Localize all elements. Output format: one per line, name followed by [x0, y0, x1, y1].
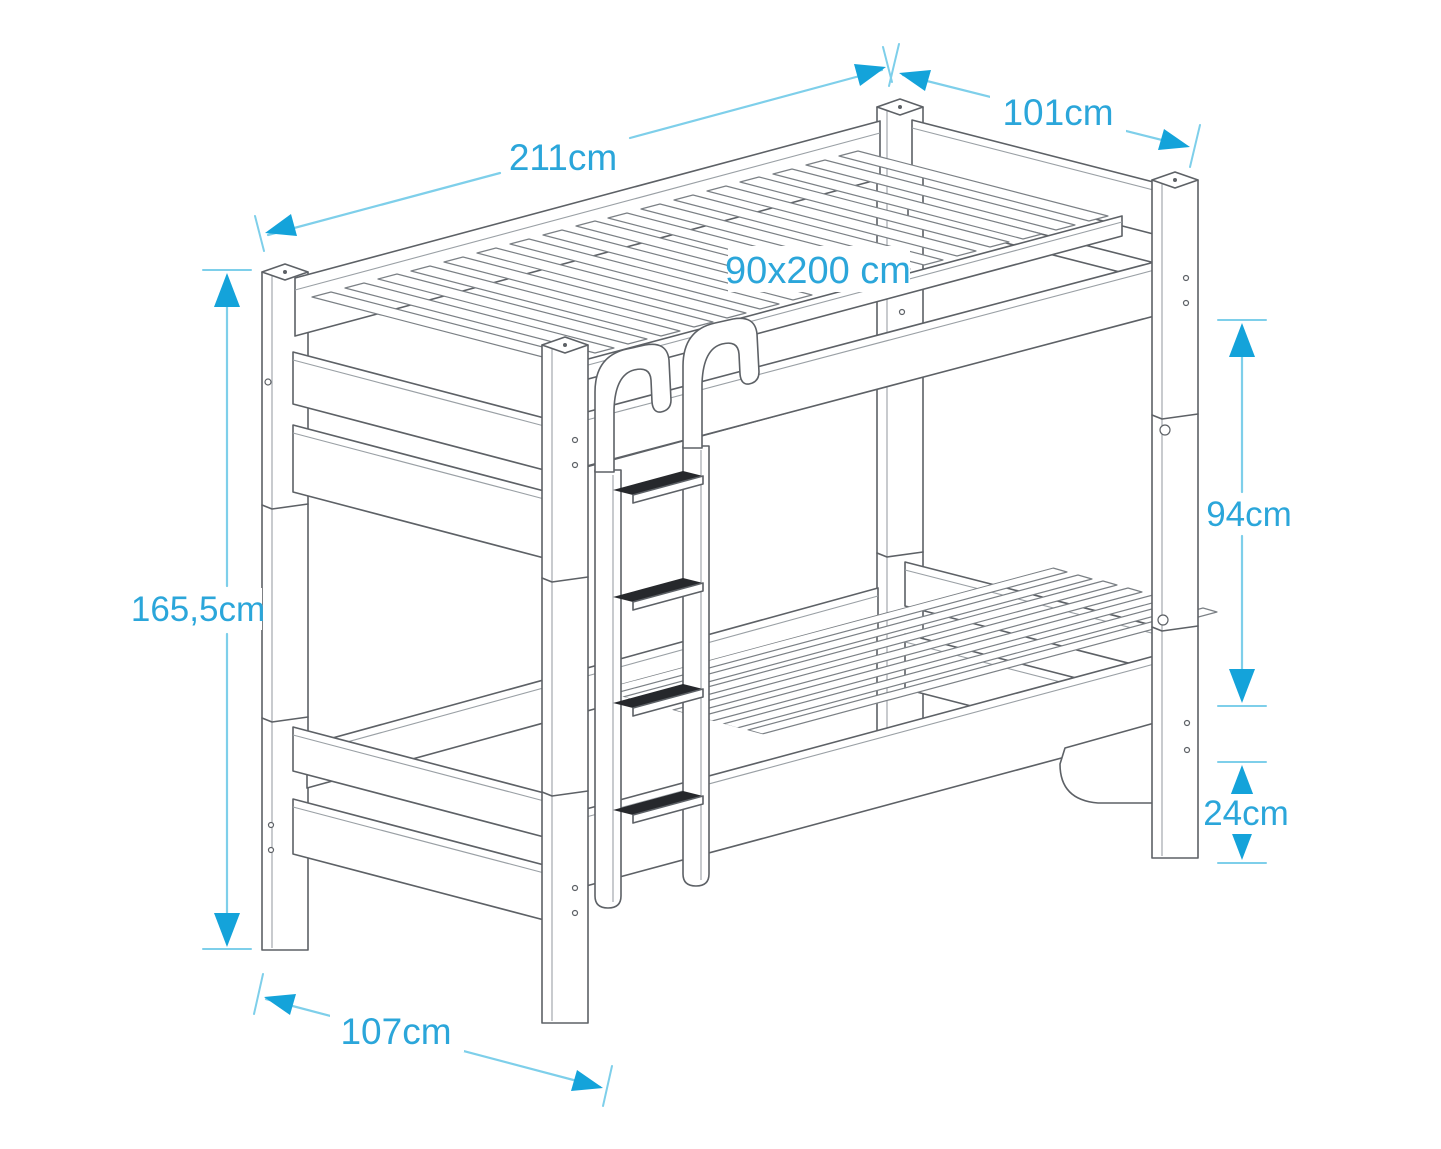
post-front-right — [1151, 171, 1199, 859]
length-label: 211cm — [509, 137, 617, 178]
lower-height-label: 24cm — [1203, 794, 1289, 833]
arrow-94-up — [1229, 323, 1255, 357]
dimension-length-211: 211cm — [254, 46, 893, 252]
ladder — [594, 317, 760, 909]
ladder-left-stile — [594, 343, 672, 909]
arrow-211-left — [265, 214, 297, 236]
ladder-right-stile — [682, 317, 760, 887]
dimension-width-101: 101cm — [888, 43, 1201, 168]
arrow-101-left — [899, 70, 931, 91]
arrow-24-down — [1229, 826, 1255, 860]
post-front-left — [541, 336, 589, 1024]
arrow-107-right — [571, 1070, 603, 1091]
dimension-height-165: 165,5cm — [131, 269, 265, 950]
total-height-label: 165,5cm — [131, 590, 265, 629]
dimension-lower-height-24: 24cm — [1202, 761, 1292, 864]
arrow-107-left — [264, 994, 296, 1015]
arrow-165-up — [214, 273, 240, 307]
arrow-94-down — [1229, 669, 1255, 703]
mattress-size: 90x200 cm — [725, 246, 911, 292]
dimension-clearance-94: 94cm — [1204, 319, 1294, 707]
arrow-101-right — [1158, 129, 1190, 150]
top-bunk-left-end-rails — [292, 351, 549, 560]
bed-drawing — [261, 98, 1218, 1024]
ladder-steps — [613, 471, 704, 824]
depth-label: 107cm — [340, 1011, 451, 1052]
width-top-label: 101cm — [1002, 92, 1113, 133]
arrow-211-right — [854, 64, 886, 86]
arrow-24-up — [1229, 765, 1255, 799]
bottom-bunk-slats — [598, 567, 1218, 735]
arrow-165-down — [214, 913, 240, 947]
dimension-depth-107: 107cm — [253, 973, 613, 1107]
mattress-size-label: 90x200 cm — [725, 250, 911, 292]
clearance-label: 94cm — [1206, 495, 1292, 534]
bottom-bunk-left-end-rails — [292, 726, 549, 922]
